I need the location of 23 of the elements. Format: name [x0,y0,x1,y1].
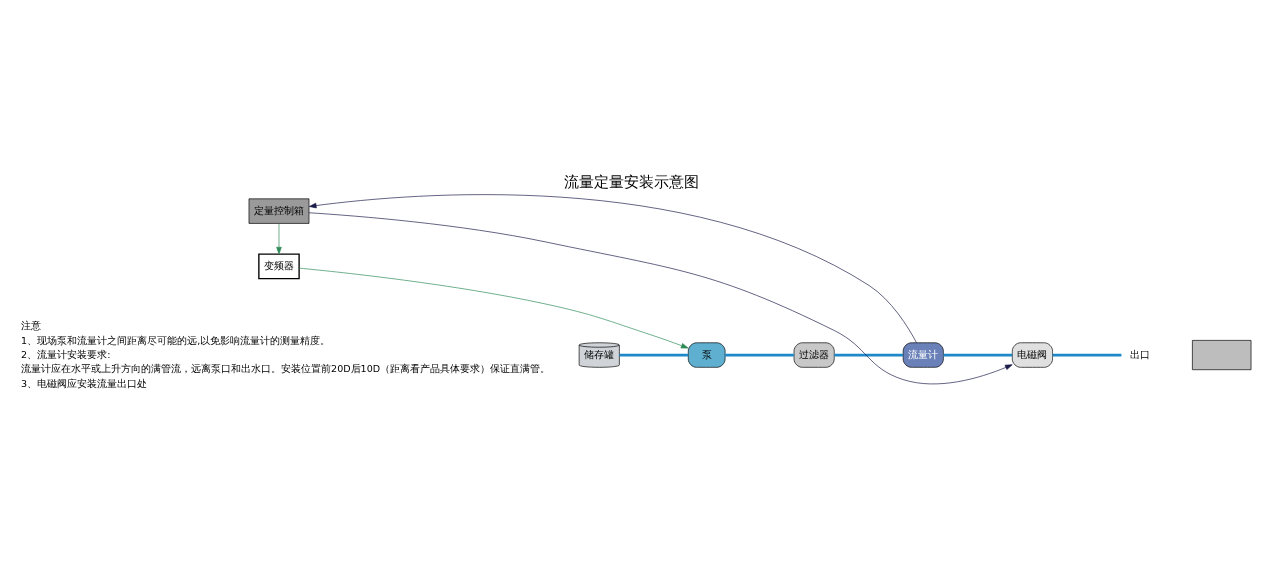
node-box [1192,340,1252,371]
node-box: 过滤器 [793,342,835,368]
connector [1052,353,1122,357]
node-text: 出口 [1129,348,1150,360]
diagram-title: 流量定量安装示意图 [564,173,700,192]
node-box: 定量控制箱 [248,198,310,224]
node-box: 流量计 [902,342,944,368]
label: 2、流量计安装要求: [21,348,111,360]
arrow [308,212,1013,385]
arrow [308,194,917,343]
arrow [276,223,282,255]
label: 注意 [21,320,42,332]
label: 1、现场泵和流量计之间距离尽可能的远,以免影响流量计的测量精度。 [21,334,331,346]
connector [725,353,794,357]
arrow [298,267,689,349]
label: 3、电磁阀应安装流量出口处 [21,377,148,389]
connector [943,353,1013,357]
label: 流量计应在水平或上升方向的满管流，远离泵口和出水口。安装位置前20D后10D（距离看产品具体要求）保证直满管。 [21,363,551,375]
connector [619,353,689,357]
node-box: 电磁阀 [1011,342,1053,368]
node-box: 变频器 [258,253,300,280]
connector [834,353,904,357]
node-box: 泵 [687,342,726,368]
